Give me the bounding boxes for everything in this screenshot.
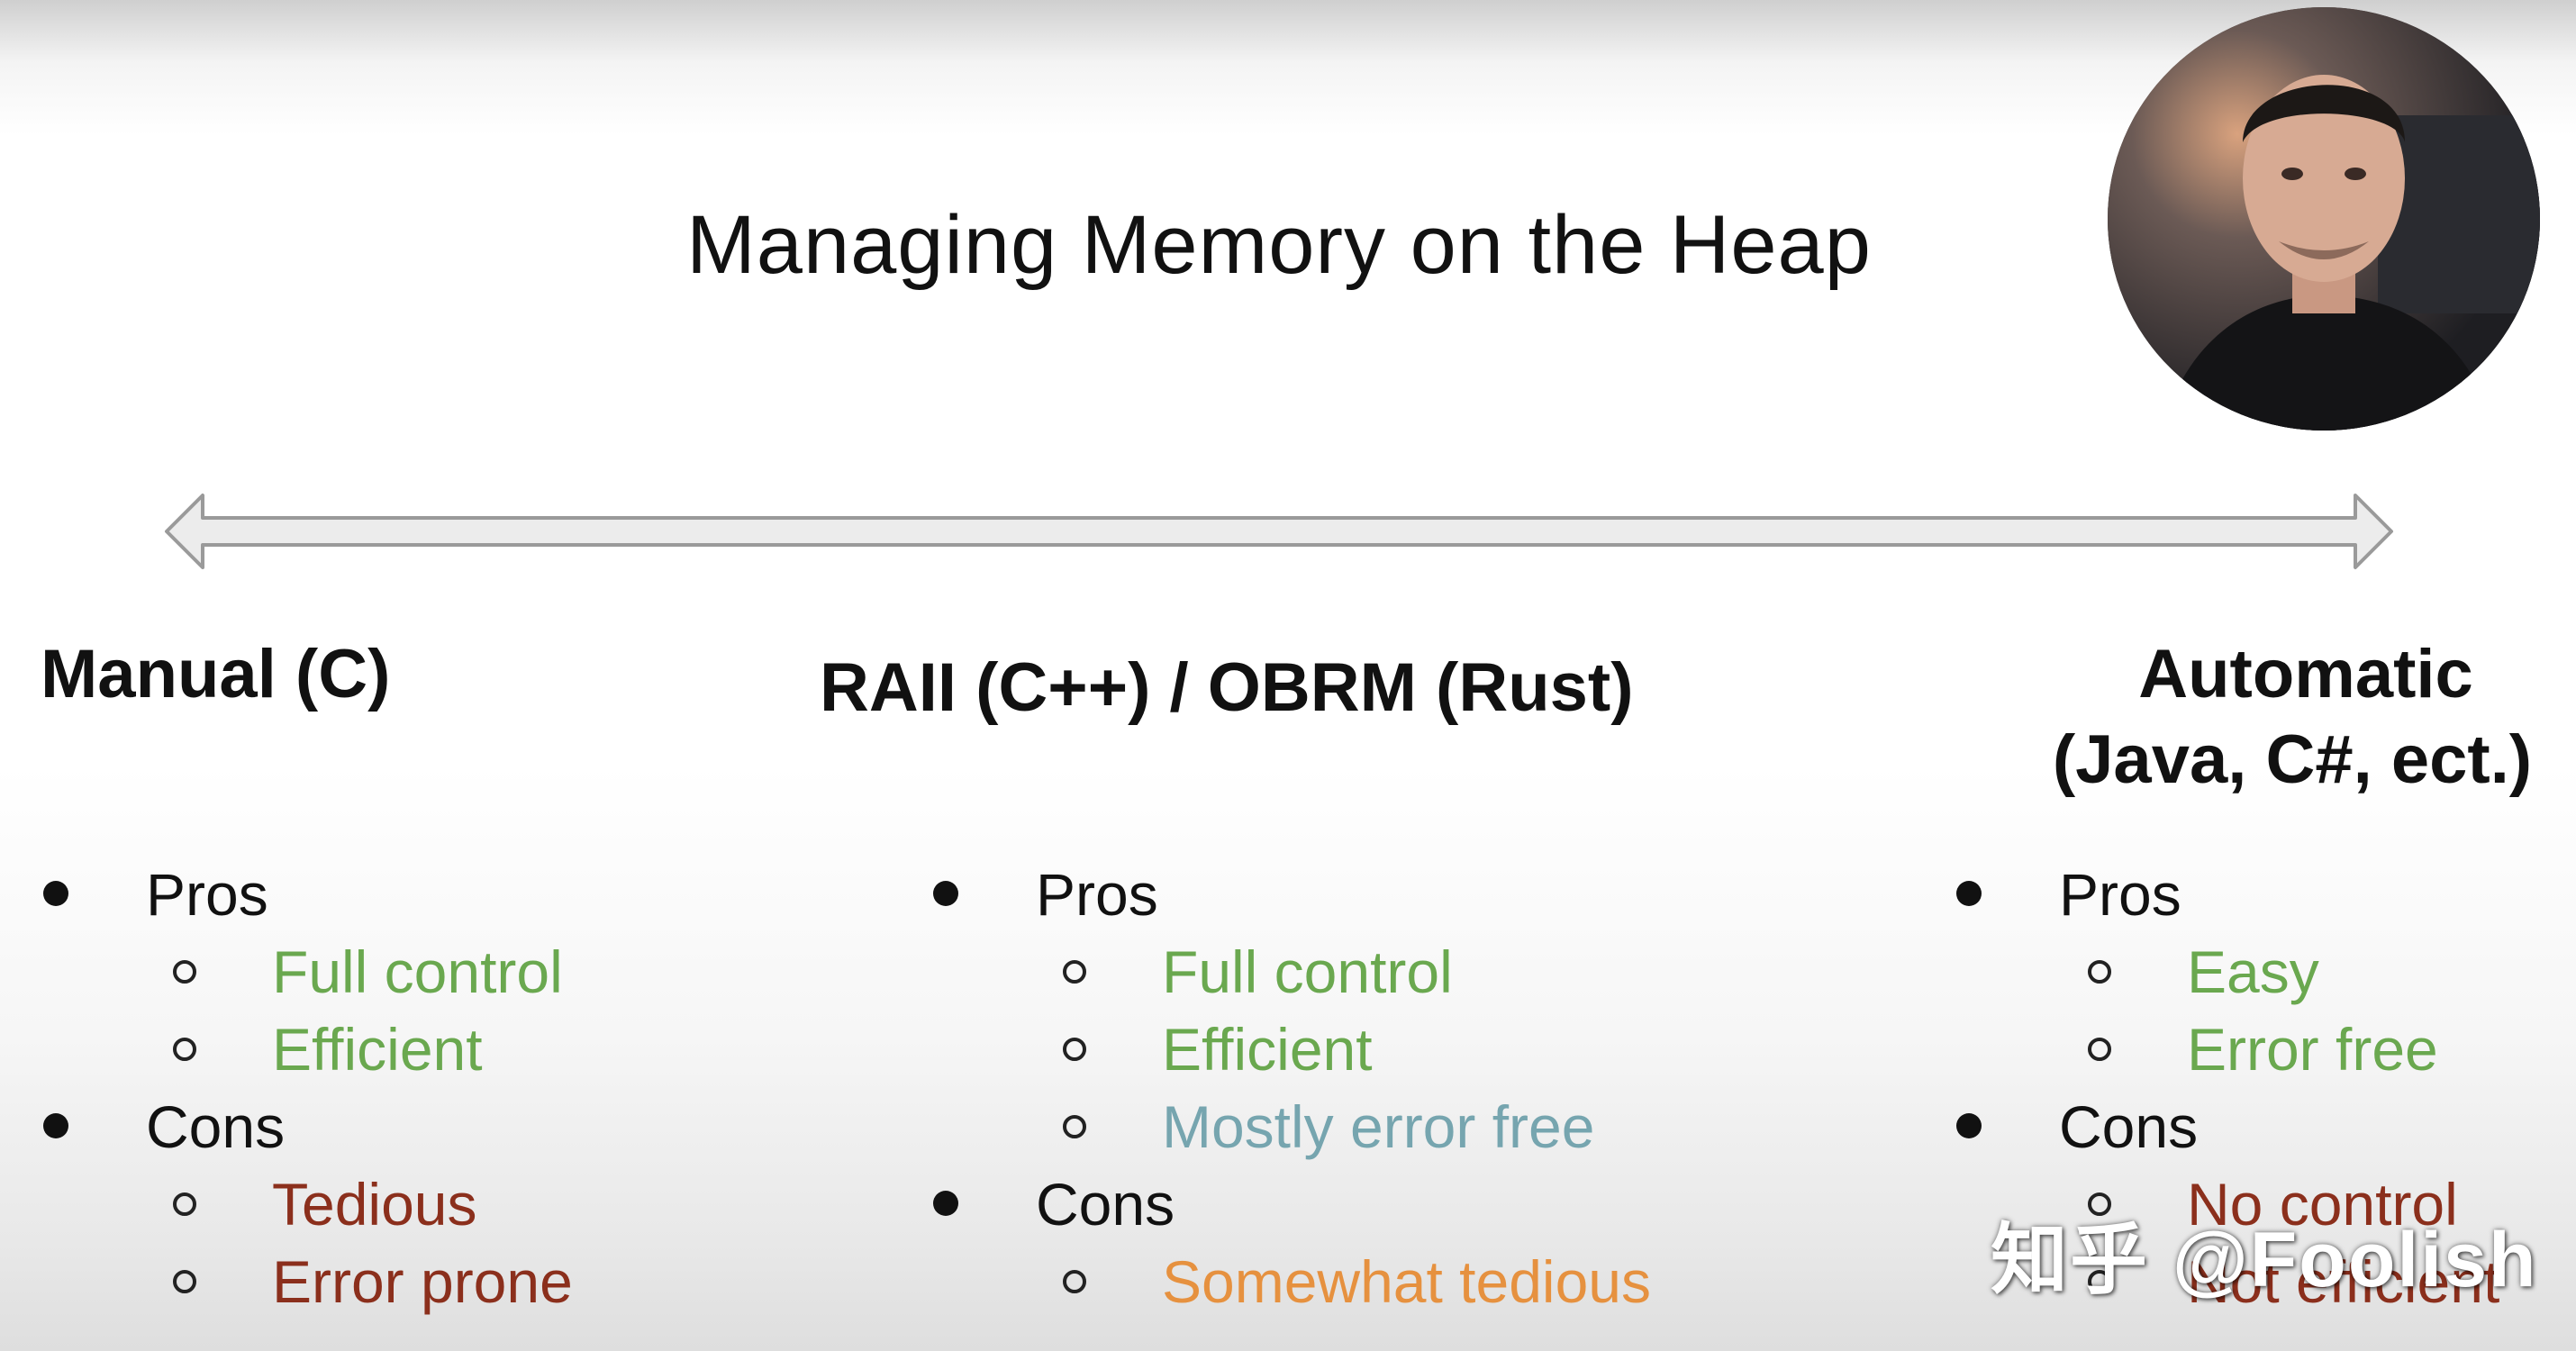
- hollow-circle-icon: [2088, 1038, 2111, 1061]
- pros-label: Pros: [1036, 861, 1158, 928]
- filled-bullet-icon: [1956, 1113, 1982, 1138]
- cons-label: Cons: [1036, 1171, 1175, 1238]
- filled-bullet-icon: [933, 1191, 958, 1216]
- pro-item-text: Full control: [272, 938, 563, 1005]
- pro-item-text: Easy: [2187, 938, 2319, 1005]
- hollow-circle-icon: [173, 960, 196, 984]
- cons-label: Cons: [2059, 1093, 2199, 1160]
- hollow-circle-icon: [1063, 960, 1086, 984]
- presenter-portrait-icon: [2108, 7, 2540, 431]
- column-heading-automatic: Automatic (Java, C#, ect.): [2027, 635, 2576, 799]
- hollow-circle-icon: [1063, 1038, 1086, 1061]
- hollow-circle-icon: [2088, 960, 2111, 984]
- con-item-text: Error prone: [272, 1248, 573, 1315]
- filled-bullet-icon: [43, 1113, 68, 1138]
- pro-item-text: Mostly error free: [1162, 1093, 1595, 1160]
- hollow-circle-icon: [1063, 1115, 1086, 1138]
- hollow-circle-icon: [173, 1192, 196, 1216]
- column-heading-line: Automatic: [2138, 636, 2473, 712]
- cons-label: Cons: [146, 1093, 286, 1160]
- pro-item-text: Efficient: [272, 1016, 483, 1083]
- column-heading-line: (Java, C#, ect.): [2052, 721, 2533, 798]
- hollow-circle-icon: [173, 1038, 196, 1061]
- slide-title: Managing Memory on the Heap: [686, 199, 1872, 291]
- watermark-text: 知乎 @Foolish: [1991, 1217, 2538, 1303]
- filled-bullet-icon: [933, 881, 958, 906]
- filled-bullet-icon: [43, 881, 68, 906]
- pro-item-text: Full control: [1162, 938, 1453, 1005]
- double-headed-arrow-icon: [165, 494, 2393, 569]
- presenter-webcam-avatar: [2108, 7, 2540, 431]
- filled-bullet-icon: [1956, 881, 1982, 906]
- column-heading-manual: Manual (C): [41, 636, 391, 712]
- hollow-circle-icon: [173, 1270, 196, 1293]
- hollow-circle-icon: [1063, 1270, 1086, 1293]
- pro-item-text: Efficient: [1162, 1016, 1373, 1083]
- pros-label: Pros: [146, 861, 268, 928]
- con-item-text: No control: [2187, 1171, 2458, 1238]
- hollow-circle-icon: [2088, 1192, 2111, 1216]
- column-heading-raii: RAII (C++) / OBRM (Rust): [820, 649, 1634, 726]
- con-item-text: Tedious: [272, 1171, 477, 1238]
- pros-label: Pros: [2059, 861, 2181, 928]
- con-item-text: Somewhat tedious: [1162, 1248, 1651, 1315]
- con-item-text: Not efficient: [2187, 1248, 2500, 1315]
- pro-item-text: Error free: [2187, 1016, 2438, 1083]
- hollow-circle-icon: [2088, 1270, 2111, 1293]
